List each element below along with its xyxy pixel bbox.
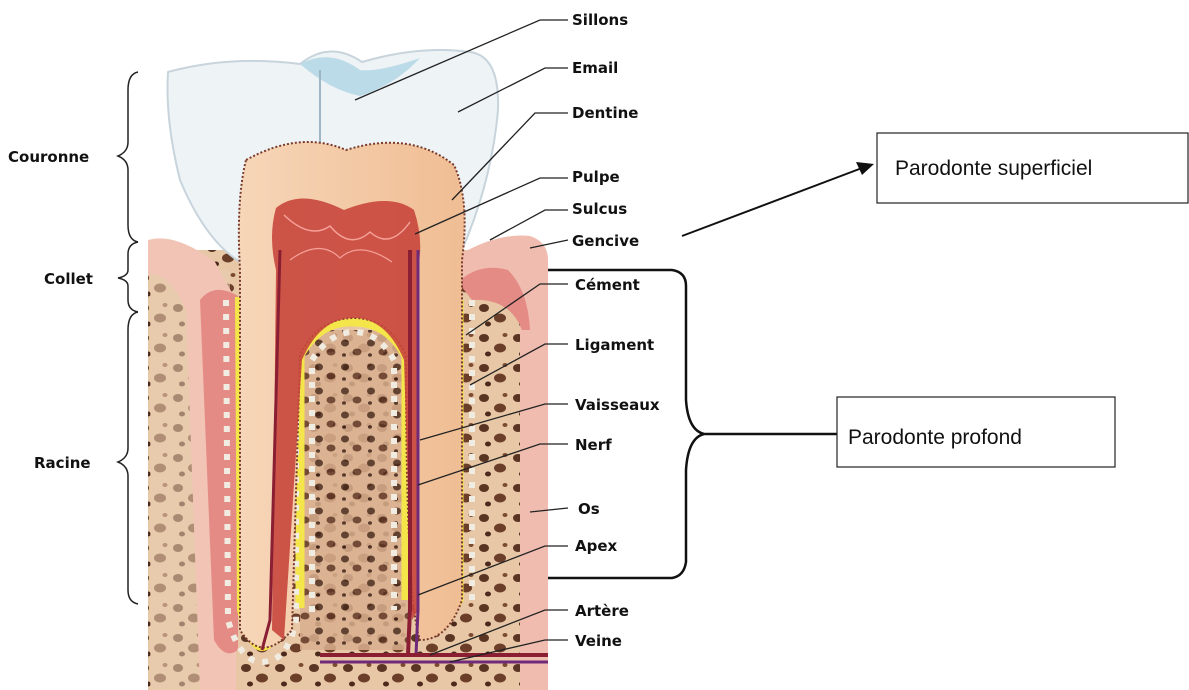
sulcus-leader [490,210,568,240]
label-ligament: Ligament [575,336,654,354]
region-braces [118,72,138,604]
label-cement: Cément [575,276,640,294]
label-gencive: Gencive [572,232,639,250]
label-vaisseaux: Vaisseaux [575,396,660,414]
region-labels: Couronne Collet Racine [8,148,93,472]
label-dentine: Dentine [572,104,638,122]
parodonte-brace [548,270,838,578]
label-os: Os [578,500,600,518]
label-nerf: Nerf [575,436,612,454]
label-racine: Racine [34,454,91,472]
label-couronne: Couronne [8,148,89,166]
superficiel-arrow [682,162,874,236]
label-sulcus: Sulcus [572,200,627,218]
label-veine: Veine [575,632,622,650]
racine-brace [118,312,138,604]
label-apex: Apex [575,537,618,555]
box-parodonte-superficiel: Parodonte superficiel [877,133,1188,203]
box-parodonte-profond: Parodonte profond [837,397,1115,467]
couronne-brace [118,72,138,242]
collet-brace [118,242,138,312]
right-labels: Sillons Email Dentine Pulpe Sulcus Genci… [572,11,660,650]
label-email: Email [572,59,618,77]
box-profond-text: Parodonte profond [848,426,1022,449]
label-artere: Artère [575,602,629,620]
label-collet: Collet [44,270,93,288]
box-superficiel-text: Parodonte superficiel [895,157,1092,180]
label-sillons: Sillons [572,11,628,29]
label-pulpe: Pulpe [572,168,620,186]
